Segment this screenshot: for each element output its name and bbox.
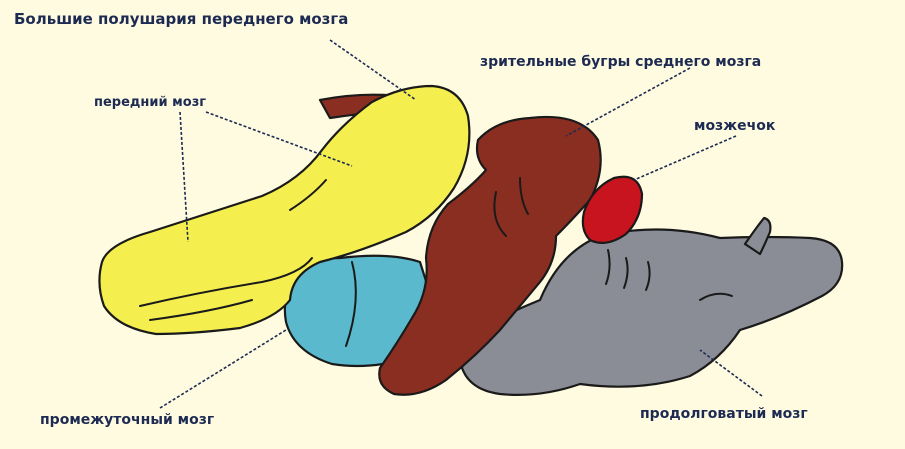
label-medulla: продолговатый мозг — [640, 406, 808, 422]
leader-optic-lobes — [566, 68, 690, 136]
label-optic-lobes: зрительные бугры среднего мозга — [480, 54, 761, 70]
leader-diencephalon — [160, 330, 286, 408]
label-cerebellum: мозжечок — [694, 118, 776, 134]
label-cerebral-hemispheres: Большие полушария переднего мозга — [14, 10, 348, 28]
leader-cerebellum — [634, 136, 736, 180]
label-diencephalon: промежуточный мозг — [40, 412, 214, 428]
leader-medulla — [700, 350, 762, 396]
label-forebrain: передний мозг — [94, 95, 206, 110]
